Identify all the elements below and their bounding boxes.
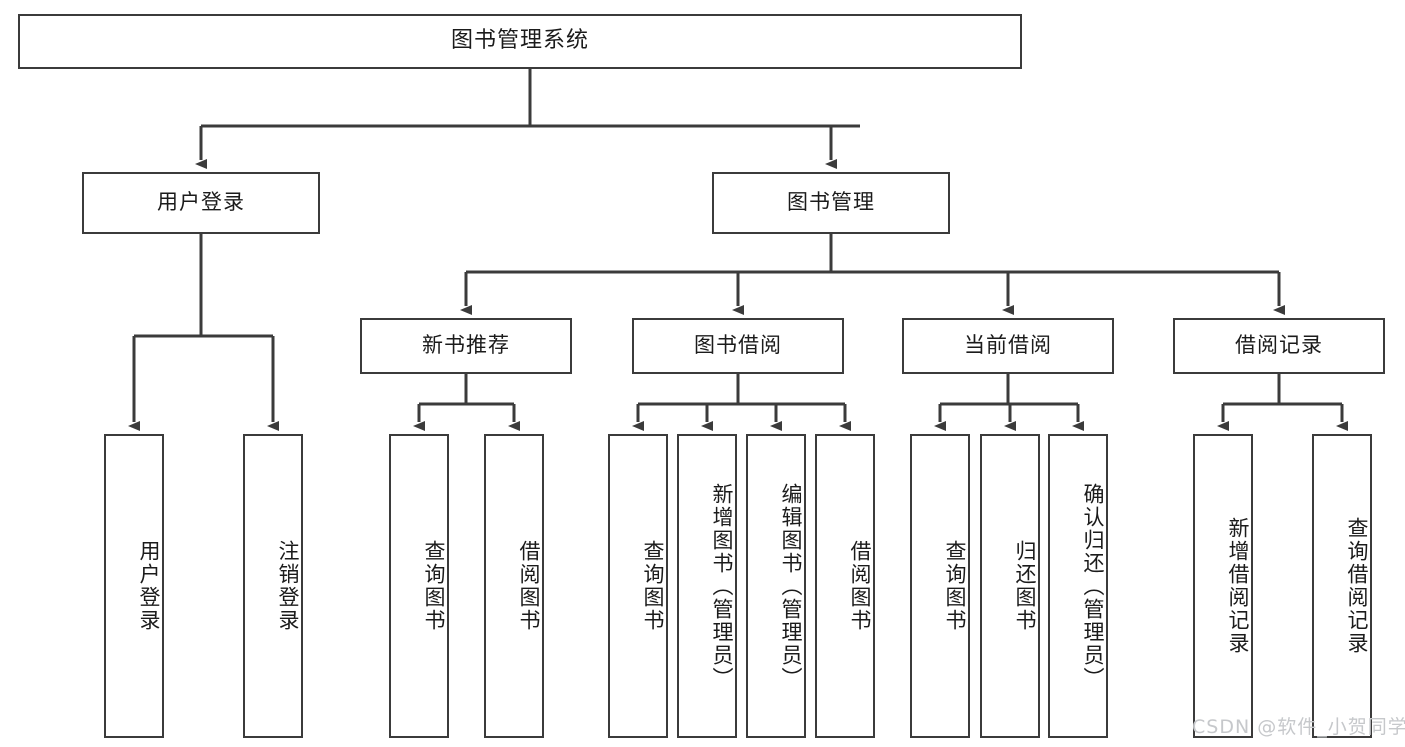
node-label: 用户登录 xyxy=(137,540,161,632)
node-label: 图书借阅 xyxy=(694,333,782,358)
node-root-system[interactable]: 图书管理系统 xyxy=(18,14,1022,69)
node-label: 查询图书 xyxy=(641,540,665,632)
node-label: 新书推荐 xyxy=(422,333,510,358)
leaf-node[interactable]: 编辑图书（管理员） xyxy=(746,434,806,738)
node-label: 当前借阅 xyxy=(964,333,1052,358)
leaf-node[interactable]: 用户登录 xyxy=(104,434,164,738)
node-label: 编辑图书（管理员） xyxy=(779,482,803,690)
leaf-node[interactable]: 借阅图书 xyxy=(815,434,875,738)
node-label: 借阅记录 xyxy=(1235,333,1323,358)
node-label: 查询图书 xyxy=(943,540,967,632)
node-label: 查询图书 xyxy=(422,540,446,632)
node-label: 确认归还（管理员） xyxy=(1081,482,1105,690)
leaf-node[interactable]: 查询图书 xyxy=(608,434,668,738)
node-new-book-recommend[interactable]: 新书推荐 xyxy=(360,318,572,374)
node-label: 归还图书 xyxy=(1013,540,1037,632)
node-label: 图书管理系统 xyxy=(450,28,589,54)
node-label: 借阅图书 xyxy=(517,540,541,632)
node-label: 新增借阅记录 xyxy=(1226,517,1250,655)
node-label: 图书管理 xyxy=(787,190,875,215)
leaf-node[interactable]: 注销登录 xyxy=(243,434,303,738)
node-label: 注销登录 xyxy=(276,540,300,632)
node-user-login[interactable]: 用户登录 xyxy=(82,172,320,234)
leaf-node[interactable]: 借阅图书 xyxy=(484,434,544,738)
node-label: 用户登录 xyxy=(157,190,245,215)
leaf-node[interactable]: 新增借阅记录 xyxy=(1193,434,1253,738)
node-book-management[interactable]: 图书管理 xyxy=(712,172,950,234)
node-book-borrow[interactable]: 图书借阅 xyxy=(632,318,844,374)
node-label: 借阅图书 xyxy=(848,540,872,632)
leaf-node[interactable]: 新增图书（管理员） xyxy=(677,434,737,738)
leaf-node[interactable]: 确认归还（管理员） xyxy=(1048,434,1108,738)
watermark-text: CSDN @软件_小贺同学 xyxy=(1192,716,1405,738)
node-label: 新增图书（管理员） xyxy=(710,482,734,690)
leaf-node[interactable]: 查询图书 xyxy=(389,434,449,738)
leaf-node[interactable]: 归还图书 xyxy=(980,434,1040,738)
node-label: 查询借阅记录 xyxy=(1345,517,1369,655)
leaf-node[interactable]: 查询借阅记录 xyxy=(1312,434,1372,738)
node-borrow-record[interactable]: 借阅记录 xyxy=(1173,318,1385,374)
leaf-node[interactable]: 查询图书 xyxy=(910,434,970,738)
node-current-borrow[interactable]: 当前借阅 xyxy=(902,318,1114,374)
